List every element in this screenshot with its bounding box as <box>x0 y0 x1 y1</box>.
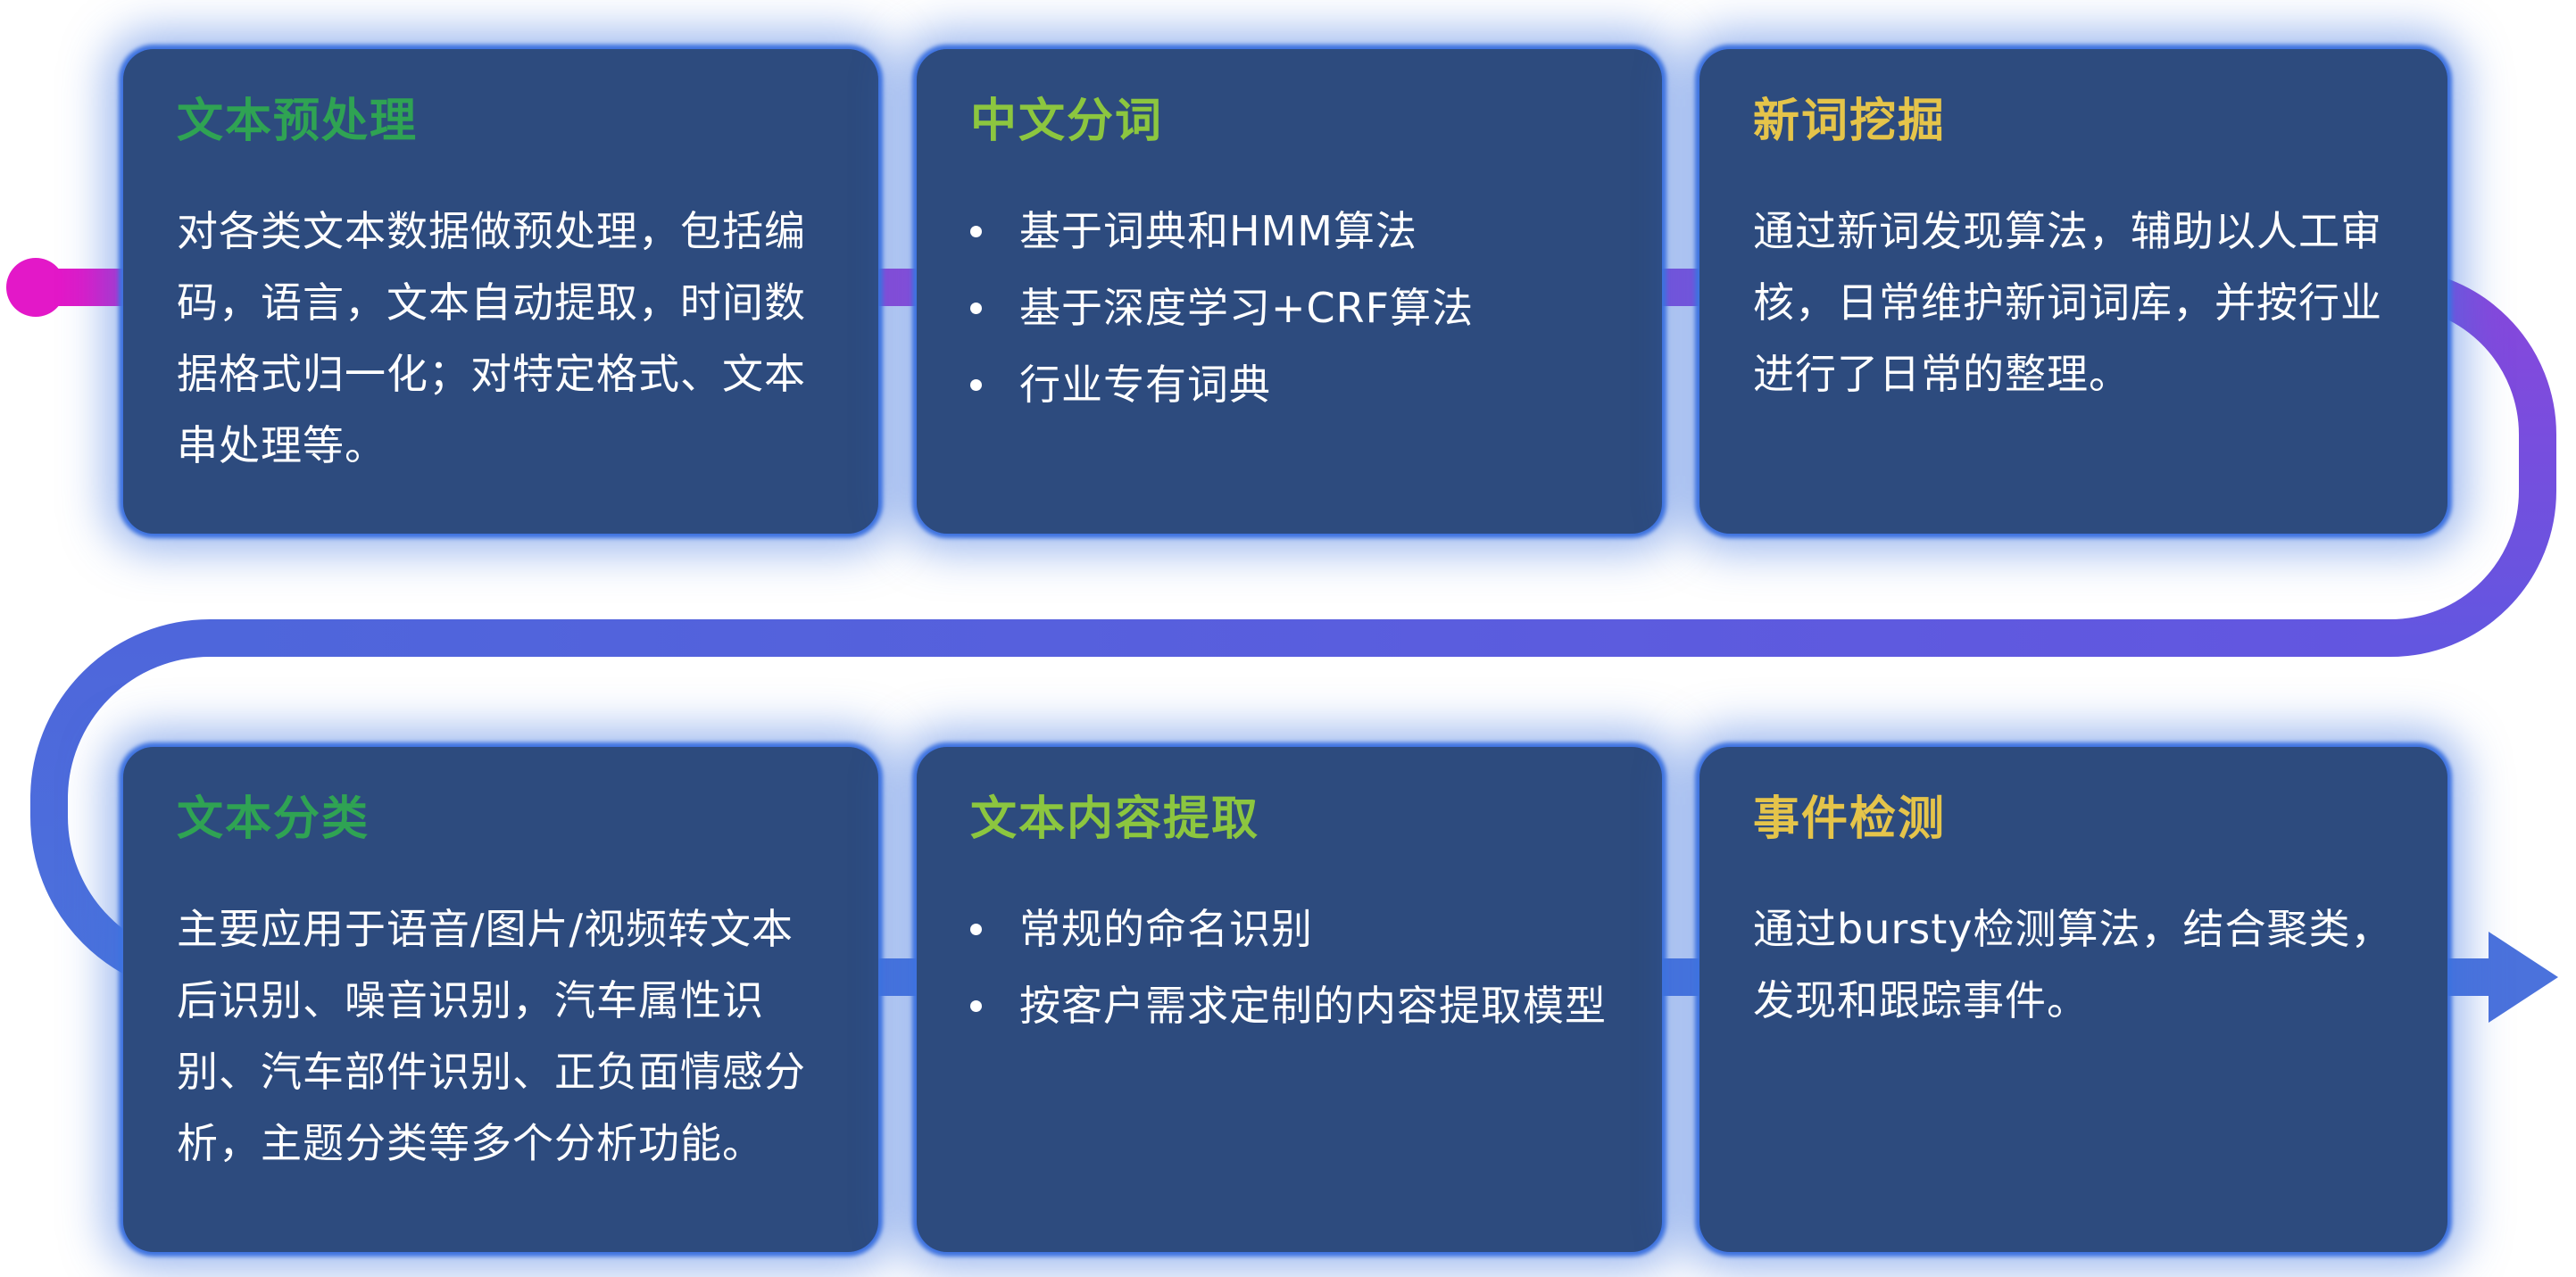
card-title: 事件检测 <box>1753 792 1947 846</box>
card-new-word-mining: 新词挖掘 通过新词发现算法，辅助以人工审核，日常维护新词词库，并按行业进行了日常… <box>1699 49 2447 534</box>
bullet-icon <box>970 1000 982 1012</box>
bullet-icon <box>970 379 982 391</box>
bullet-icon <box>970 226 982 237</box>
flow-curve-right <box>2389 269 2556 657</box>
bullet-text: 基于词典和HMM算法 <box>1019 207 1417 255</box>
bullet-item: 按客户需求定制的内容提取模型 <box>970 970 1608 1041</box>
card-paragraph: 通过bursty检测算法，结合聚类，发现和跟踪事件。 <box>1753 905 2393 1024</box>
card-text-preprocessing: 文本预处理 对各类文本数据做预处理，包括编码，语言，文本自动提取，时间数据格式归… <box>123 49 878 534</box>
card-title: 中文分词 <box>970 95 1164 148</box>
card-text-content-extraction: 文本内容提取 常规的命名识别 按客户需求定制的内容提取模型 <box>917 747 1662 1252</box>
card-title: 新词挖掘 <box>1753 95 1947 148</box>
card-chinese-word-segmentation: 中文分词 基于词典和HMM算法 基于深度学习+CRF算法 行业专有词典 <box>917 49 1662 534</box>
bullet-item: 行业专有词典 <box>970 349 1608 420</box>
bullet-text: 按客户需求定制的内容提取模型 <box>1019 982 1607 1030</box>
bullet-text: 行业专有词典 <box>1019 361 1271 409</box>
bullet-item: 基于深度学习+CRF算法 <box>970 272 1608 344</box>
card-title: 文本预处理 <box>177 95 419 148</box>
card-paragraph: 通过新词发现算法，辅助以人工审核，日常维护新词词库，并按行业进行了日常的整理。 <box>1753 207 2382 398</box>
bullet-text: 常规的命名识别 <box>1019 905 1313 953</box>
card-title: 文本内容提取 <box>970 792 1260 846</box>
bullet-icon <box>970 924 982 935</box>
bullet-icon <box>970 303 982 314</box>
card-paragraph: 对各类文本数据做预处理，包括编码，语言，文本自动提取，时间数据格式归一化；对特定… <box>177 207 806 469</box>
card-text-classification: 文本分类 主要应用于语音/图片/视频转文本后识别、噪音识别，汽车属性识别、汽车部… <box>123 747 878 1252</box>
flow-arrow-icon <box>2489 932 2558 1023</box>
bullet-item: 常规的命名识别 <box>970 893 1608 965</box>
card-bullet-list: 常规的命名识别 按客户需求定制的内容提取模型 <box>970 893 1608 1041</box>
bullet-text: 基于深度学习+CRF算法 <box>1019 284 1475 332</box>
card-paragraph: 主要应用于语音/图片/视频转文本后识别、噪音识别，汽车属性识别、汽车部件识别、正… <box>177 905 806 1167</box>
card-event-detection: 事件检测 通过bursty检测算法，结合聚类，发现和跟踪事件。 <box>1699 747 2447 1252</box>
bullet-item: 基于词典和HMM算法 <box>970 195 1608 267</box>
card-bullet-list: 基于词典和HMM算法 基于深度学习+CRF算法 行业专有词典 <box>970 195 1608 420</box>
flow-start-dot-icon <box>6 258 65 317</box>
card-title: 文本分类 <box>177 792 370 846</box>
